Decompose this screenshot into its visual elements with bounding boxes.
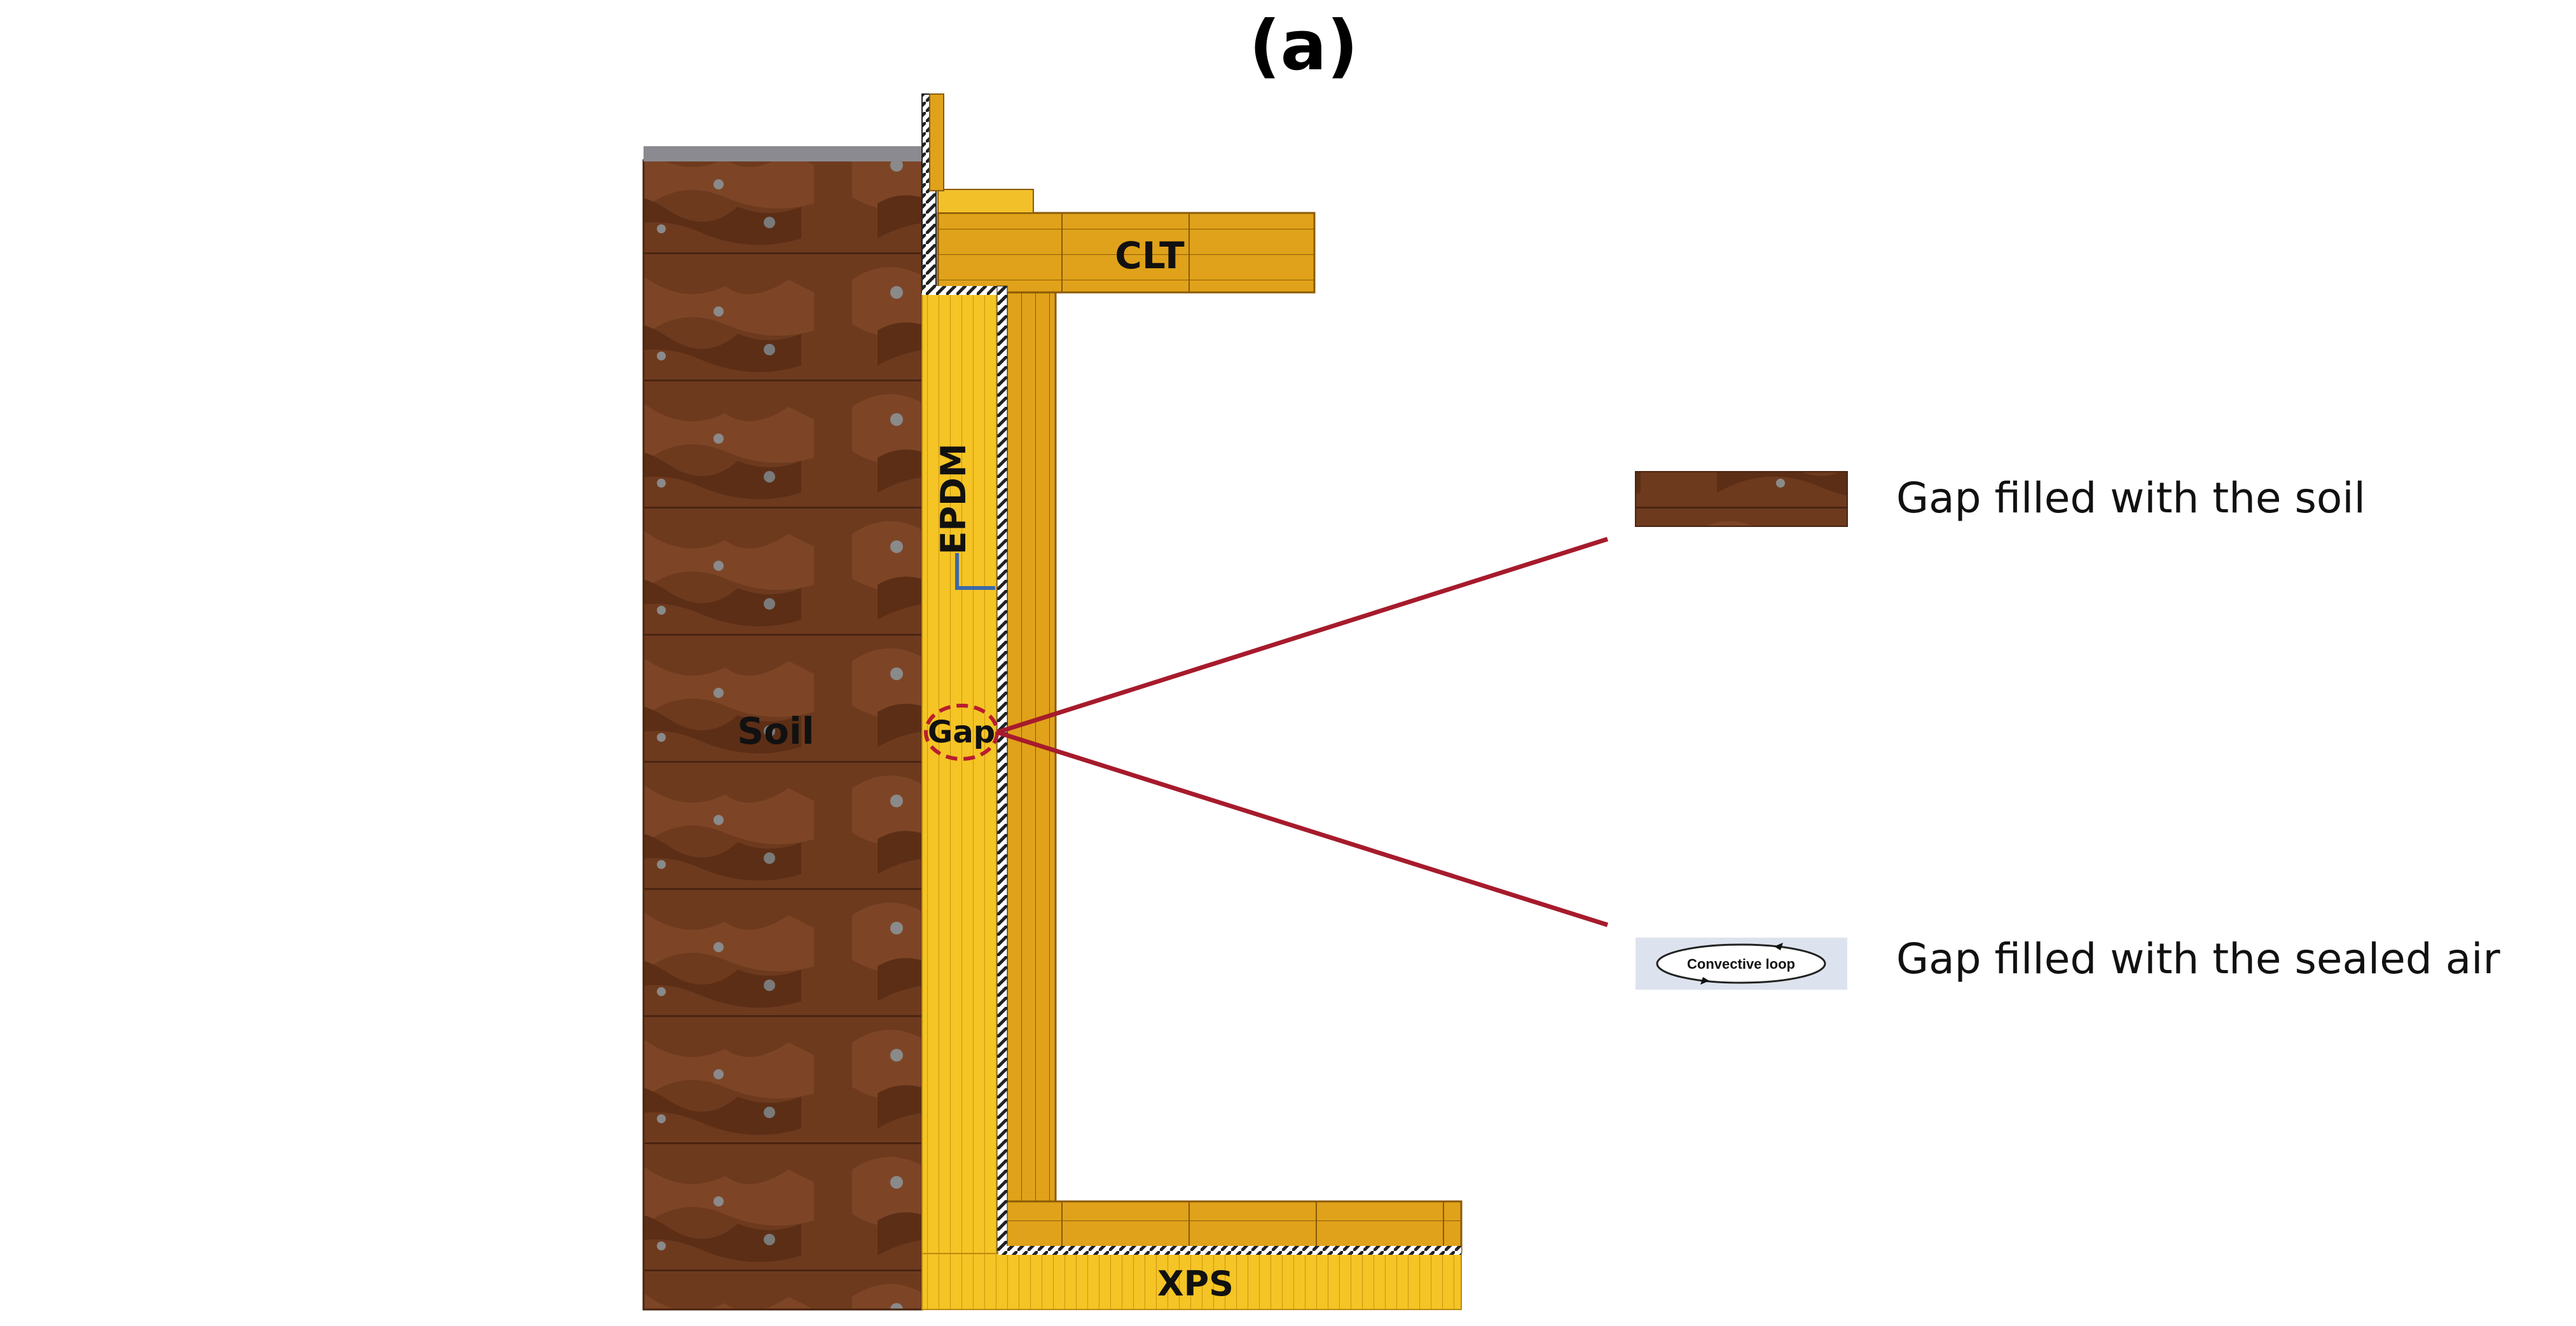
clt-base-slab (1005, 1200, 1463, 1254)
legend-air-label: Gap filled with the sealed air (1896, 934, 2500, 983)
clt-floor-slab (937, 189, 1316, 294)
legend-soil-swatch (1635, 471, 1848, 527)
soil-block (642, 146, 923, 1311)
callout-lines (996, 537, 1609, 927)
xps-wall-insulation (921, 292, 999, 1254)
soil-label: Soil (737, 709, 814, 753)
gap-label: Gap (928, 714, 995, 750)
clt-wall-panel (1005, 278, 1057, 1203)
figure-label: (a) (1249, 6, 1358, 86)
epdm-membrane (921, 93, 1461, 1255)
convective-loop-label: Convective loop (1687, 956, 1795, 972)
epdm-label: EPDM (933, 443, 974, 554)
epdm-corner-bracket (955, 553, 995, 590)
legend-air-swatch: Convective loop (1636, 938, 1847, 990)
xps-slab-insulation (921, 1253, 1462, 1310)
arrow-icon (1700, 977, 1709, 985)
clt-label: CLT (1115, 234, 1185, 277)
legend-soil-label: Gap filled with the soil (1896, 474, 2366, 523)
arrow-icon (1774, 943, 1783, 950)
upper-wall-board (929, 93, 944, 191)
xps-label: XPS (1157, 1264, 1234, 1304)
